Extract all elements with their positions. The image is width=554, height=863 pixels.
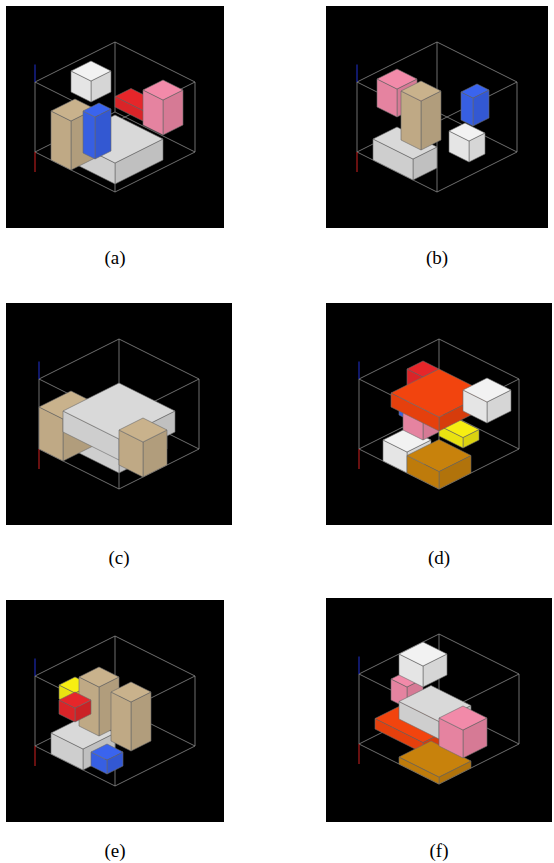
container-edge — [439, 634, 519, 674]
panel-background — [6, 600, 224, 822]
packing-panel — [6, 600, 224, 822]
packed-box — [83, 103, 111, 159]
panel-label: (b) — [397, 247, 477, 270]
panel-background — [6, 303, 232, 525]
packed-box — [463, 378, 511, 423]
container-edge — [39, 339, 119, 379]
panel-label: (d) — [399, 547, 479, 570]
packed-box — [391, 369, 487, 431]
packed-box — [91, 744, 123, 774]
box-face — [407, 440, 471, 472]
x-axis — [39, 449, 40, 469]
packed-box — [111, 682, 151, 751]
x-axis — [357, 152, 358, 172]
packed-box — [449, 123, 485, 162]
x-axis — [359, 744, 360, 764]
panel-background — [326, 598, 552, 822]
packed-box — [71, 61, 111, 102]
container-edge — [199, 379, 200, 449]
packed-box — [407, 440, 471, 490]
box-face — [51, 111, 71, 170]
container-edge — [437, 42, 517, 82]
container-edge — [119, 339, 199, 379]
packed-box — [143, 80, 183, 135]
packing-panel — [6, 6, 224, 228]
box-face — [421, 91, 441, 150]
panel-label: (c) — [79, 547, 159, 570]
packed-box — [399, 642, 447, 687]
container-edge — [115, 636, 195, 676]
z-axis — [357, 65, 358, 83]
container-edge — [359, 339, 439, 379]
container-edge — [115, 42, 195, 82]
container-edge — [359, 379, 360, 449]
packed-box — [461, 84, 489, 126]
container-edge — [519, 674, 520, 744]
packing-panel — [326, 598, 552, 822]
x-axis — [35, 152, 36, 172]
z-axis — [359, 657, 360, 675]
panel-background — [6, 6, 224, 228]
container-edge — [35, 676, 36, 746]
container-edge — [115, 746, 195, 786]
box-face — [59, 692, 91, 708]
packing-panel — [326, 303, 552, 525]
z-axis — [35, 659, 36, 677]
panel-label: (e) — [75, 840, 155, 863]
packing-panel — [326, 6, 548, 228]
panel-background — [326, 6, 548, 228]
container-edge — [357, 82, 358, 152]
z-axis — [359, 362, 360, 380]
container-edge — [35, 82, 36, 152]
packing-panel — [6, 303, 232, 525]
box-face — [131, 692, 151, 751]
box-face — [111, 692, 131, 751]
box-face — [95, 109, 111, 159]
z-axis — [39, 362, 40, 380]
box-face — [463, 378, 511, 402]
x-axis — [359, 449, 360, 469]
packed-box — [119, 418, 167, 477]
box-face — [399, 642, 447, 666]
box-face — [449, 123, 485, 141]
z-axis — [35, 65, 36, 83]
box-face — [83, 111, 95, 159]
container-edge — [519, 379, 520, 449]
packed-box — [439, 706, 487, 758]
container-edge — [517, 82, 518, 152]
box-face — [111, 682, 151, 702]
container-edge — [359, 674, 360, 744]
box-face — [143, 80, 183, 100]
panel-label: (f) — [399, 840, 479, 863]
box-face — [83, 103, 111, 117]
x-axis — [35, 746, 36, 766]
panel-label: (a) — [75, 247, 155, 270]
box-face — [71, 61, 111, 81]
container-edge — [195, 676, 196, 746]
packed-box — [59, 692, 91, 722]
box-face — [401, 81, 441, 101]
container-edge — [439, 339, 519, 379]
packed-box — [401, 81, 441, 150]
box-face — [461, 84, 489, 98]
panel-background — [326, 303, 552, 525]
box-face — [79, 667, 119, 687]
container-edge — [195, 82, 196, 152]
box-face — [439, 706, 487, 730]
box-face — [91, 744, 123, 760]
box-face — [119, 418, 167, 442]
box-face — [401, 91, 421, 150]
